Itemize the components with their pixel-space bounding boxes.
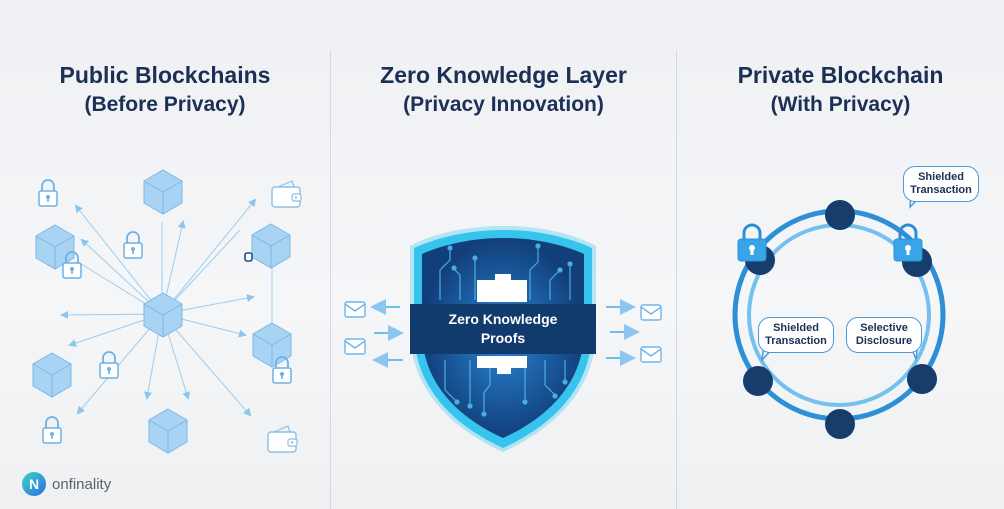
logo-text: onfinality [52, 475, 112, 493]
panel-title: Zero Knowledge Layer (Privacy Innovation… [380, 62, 627, 116]
divider [676, 50, 677, 509]
ring-locks [737, 223, 923, 262]
divider [330, 50, 331, 509]
panel-zero-knowledge-layer: Zero Knowledge Layer (Privacy Innovation… [331, 0, 676, 509]
zk-arrows [370, 299, 640, 368]
zk-proofs-label: Zero Knowledge Proofs [410, 304, 596, 354]
panel-title: Public Blockchains (Before Privacy) [59, 62, 271, 116]
selective-disclosure-bubble: Selective Disclosure [846, 317, 922, 353]
onfinality-logo: N onfinality [22, 472, 111, 496]
shielded-transaction-bubble: Shielded Transaction [758, 317, 834, 353]
panel-title: Private Blockchain (With Privacy) [737, 62, 944, 116]
logo-icon: N [22, 472, 46, 496]
panel-public-blockchains: Public Blockchains (Before Privacy) [0, 0, 330, 509]
shielded-transaction-bubble: Shielded Transaction [903, 166, 979, 202]
panel-private-blockchain: Private Blockchain (With Privacy) [677, 0, 1004, 509]
